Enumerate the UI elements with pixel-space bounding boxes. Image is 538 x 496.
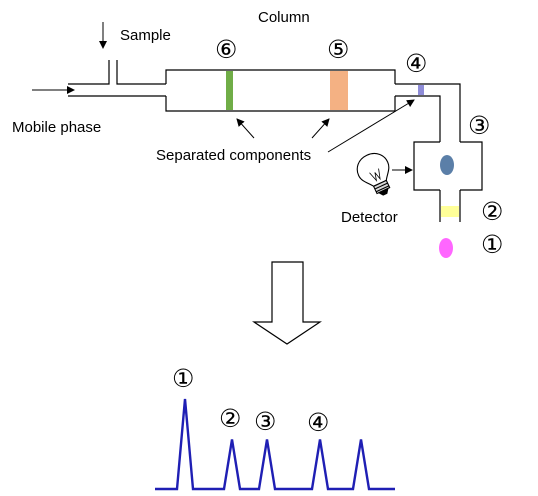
marker-1: ① [481, 230, 503, 259]
band-5 [330, 71, 348, 110]
sample-label: Sample [120, 27, 171, 44]
marker-2: ② [481, 197, 503, 226]
separated-components-label: Separated components [156, 147, 311, 164]
band-4 [418, 85, 424, 95]
marker-5: ⑤ [327, 35, 349, 64]
peak-marker-4: ④ [307, 408, 329, 437]
column-label: Column [258, 9, 310, 26]
light-bulb-icon [356, 152, 391, 196]
peak-marker-1: ① [172, 364, 194, 393]
band-6 [226, 71, 233, 110]
pointer-band-6 [236, 118, 255, 139]
flow-cell-spot [440, 155, 454, 175]
peak-marker-2: ② [219, 404, 241, 433]
chromatogram-trace [155, 398, 395, 491]
marker-6: ⑥ [215, 35, 237, 64]
droplet-1 [439, 238, 453, 258]
marker-4: ④ [405, 49, 427, 78]
marker-3: ③ [468, 111, 490, 140]
diagram-arrows [32, 22, 415, 174]
peak-marker-3: ③ [254, 407, 276, 436]
pointer-band-4 [327, 99, 415, 153]
band-2 [441, 206, 459, 217]
mobile-phase-label: Mobile phase [12, 119, 101, 136]
detector-label: Detector [341, 209, 398, 226]
column-tubing [68, 60, 483, 222]
down-arrow-icon [252, 261, 322, 345]
pointer-band-5 [311, 118, 330, 139]
